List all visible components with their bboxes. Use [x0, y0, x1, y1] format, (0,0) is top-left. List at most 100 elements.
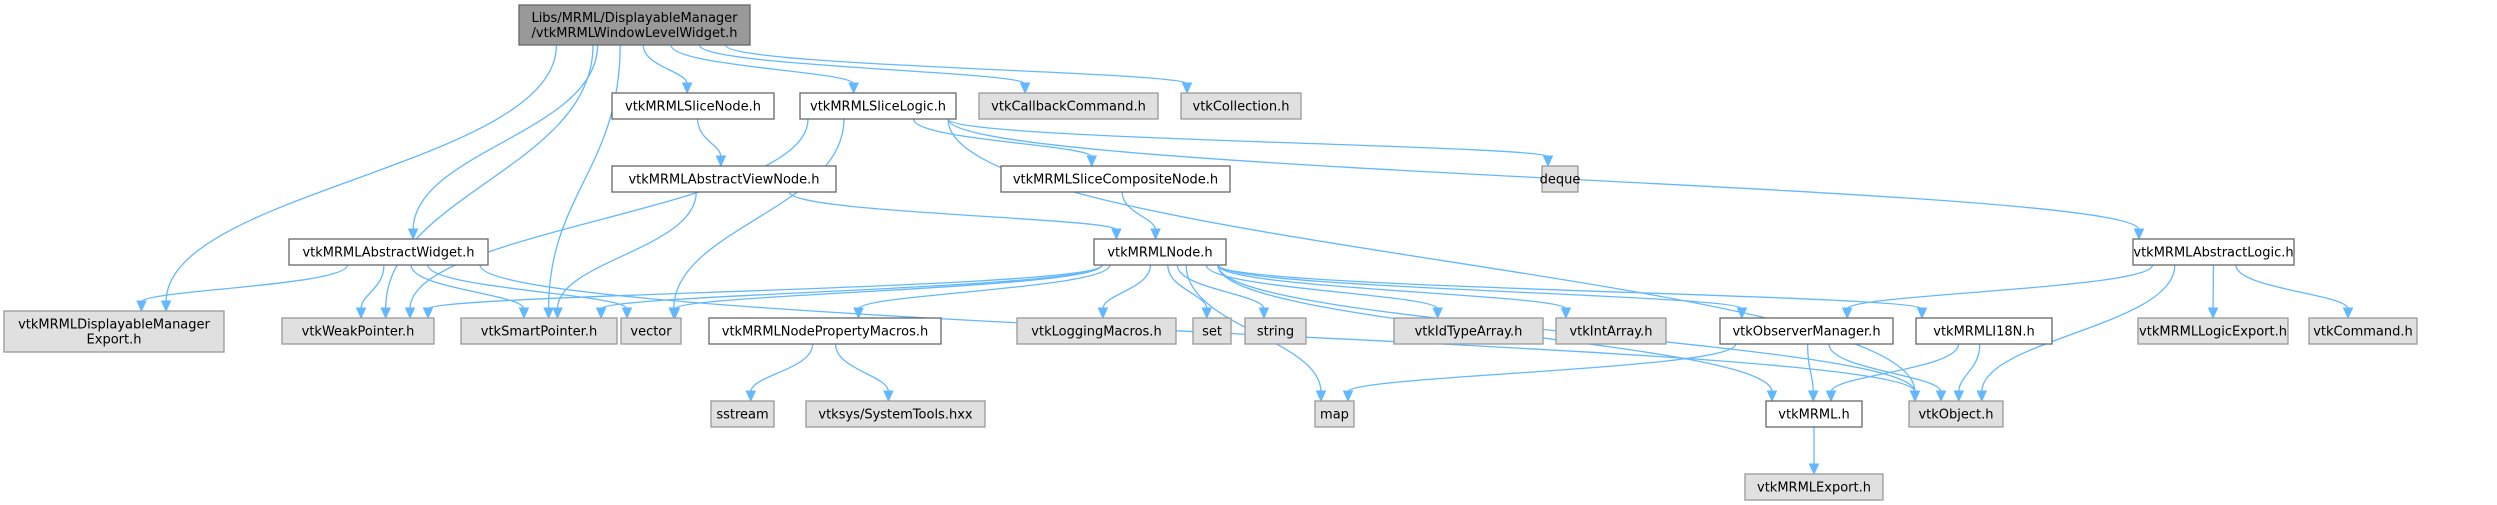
arrowhead-icon — [2342, 307, 2354, 320]
node-abstractviewnode[interactable]: vtkMRMLAbstractViewNode.h — [611, 165, 837, 193]
node-mrmlh[interactable]: vtkMRML.h — [1765, 400, 1863, 428]
node-systemtools: vtksys/SystemTools.hxx — [805, 400, 986, 428]
node-box — [1908, 400, 2004, 428]
node-box — [1314, 400, 1355, 428]
arrowhead-icon — [2133, 228, 2145, 241]
node-box — [3, 310, 225, 353]
arrowhead-icon — [1736, 307, 1748, 320]
node-box — [1192, 317, 1232, 345]
edge-main-to-abstractwidget — [412, 44, 599, 231]
node-box — [611, 92, 775, 120]
arrowhead-icon — [552, 307, 563, 320]
node-box — [1093, 238, 1227, 266]
node-vector: vector — [620, 317, 682, 345]
edge-main-to-dmexport — [165, 44, 558, 303]
node-label: vtkMRMLSliceNode.h — [625, 100, 761, 115]
arrowhead-icon — [543, 307, 554, 320]
node-set: set — [1192, 317, 1232, 345]
node-idtypearray: vtkIdTypeArray.h — [1393, 317, 1544, 345]
arrowhead-icon — [1953, 390, 1965, 403]
node-abstractlogic[interactable]: vtkMRMLAbstractLogic.h — [2132, 238, 2295, 266]
node-label: vtkMRML.h — [1778, 408, 1849, 423]
edge-mrmlnode-to-smartpointer — [600, 264, 1103, 310]
node-slicelogic[interactable]: vtkMRMLSliceLogic.h — [799, 92, 957, 120]
node-i18n[interactable]: vtkMRMLI18N.h — [1915, 317, 2053, 345]
edge-mrmlnode-to-string — [1176, 264, 1265, 310]
arrowhead-icon — [1019, 82, 1031, 95]
edge-slicelogic-to-slicecompositenode — [912, 118, 1093, 158]
edge-abstractwidget-to-smartpointer — [410, 264, 525, 310]
node-label: vtkCallbackCommand.h — [991, 100, 1146, 115]
node-mrmlexport: vtkMRMLExport.h — [1744, 473, 1884, 501]
node-smartpointer: vtkSmartPointer.h — [460, 317, 618, 345]
node-string: string — [1244, 317, 1307, 345]
node-label: vtkMRMLI18N.h — [1933, 325, 2035, 340]
arrowhead-icon — [1201, 307, 1213, 320]
edge-slicenode-to-abstractviewnode — [697, 118, 722, 158]
arrowhead-icon — [1560, 307, 1572, 320]
arrowhead-icon — [1258, 307, 1270, 320]
node-label: vtkMRMLAbstractLogic.h — [2133, 246, 2293, 261]
edge-mrmlnode-to-loggingmacros — [1102, 264, 1152, 310]
node-label: deque — [1540, 173, 1581, 188]
arrowhead-icon — [404, 307, 416, 320]
node-label: vtkObject.h — [1918, 408, 1993, 423]
node-sstream: sstream — [710, 400, 775, 428]
node-intarray: vtkIntArray.h — [1555, 317, 1667, 345]
edge-abstractwidget-to-weakpointer — [360, 264, 385, 310]
node-label: vtkMRMLAbstractViewNode.h — [628, 173, 819, 188]
node-box — [1555, 317, 1667, 345]
node-observermanager[interactable]: vtkObserverManager.h — [1719, 317, 1894, 345]
node-label: vtkMRMLLogicExport.h — [2139, 325, 2287, 340]
node-box — [799, 92, 957, 120]
arrowhead-icon — [853, 307, 864, 320]
node-box — [518, 4, 751, 46]
edge-main-to-slicelogic — [670, 44, 855, 85]
edge-abstractviewnode-to-mrmlnode — [788, 191, 1118, 231]
arrowhead-icon — [1542, 155, 1554, 168]
node-label: map — [1320, 408, 1349, 423]
arrowhead-icon — [160, 300, 172, 313]
arrowhead-icon — [669, 307, 681, 320]
node-command: vtkCommand.h — [2308, 317, 2418, 345]
node-box — [1000, 165, 1231, 193]
node-collection: vtkCollection.h — [1180, 92, 1302, 120]
edge-mrmlnode-to-weakpointer — [427, 264, 1103, 310]
node-box — [710, 400, 775, 428]
node-label: vtkMRMLSliceCompositeNode.h — [1013, 173, 1218, 188]
arrowhead-icon — [1766, 390, 1778, 403]
node-slicenode[interactable]: vtkMRMLSliceNode.h — [611, 92, 775, 120]
arrowhead-icon — [1935, 390, 1947, 403]
node-propertymacros[interactable]: vtkMRMLNodePropertyMacros.h — [708, 317, 942, 345]
edge-slicelogic-to-deque — [947, 118, 1549, 158]
edge-observermanager-to-object — [1828, 343, 1942, 393]
node-label: vtkMRMLExport.h — [1757, 481, 1871, 496]
edge-main-to-slicenode — [642, 44, 688, 85]
node-box — [708, 317, 942, 345]
node-logicexport: vtkMRMLLogicExport.h — [2137, 317, 2289, 345]
node-slicecompositenode[interactable]: vtkMRMLSliceCompositeNode.h — [1000, 165, 1231, 193]
node-map: map — [1314, 400, 1355, 428]
arrowhead-icon — [621, 307, 633, 320]
edge-observermanager-to-map — [1347, 343, 1737, 393]
node-label: vtkObserverManager.h — [1732, 325, 1880, 340]
node-label: vector — [630, 325, 672, 340]
node-abstractwidget[interactable]: vtkMRMLAbstractWidget.h — [288, 238, 489, 266]
node-box — [805, 400, 986, 428]
node-mrmlnode[interactable]: vtkMRMLNode.h — [1093, 238, 1227, 266]
edge-mrmlnode-to-intarray — [1217, 264, 1567, 310]
arrowhead-icon — [1150, 228, 1161, 241]
arrowhead-icon — [1342, 390, 1354, 403]
arrowhead-icon — [1807, 390, 1819, 403]
node-main[interactable]: Libs/MRML/DisplayableManager/vtkMRMLWind… — [518, 4, 751, 46]
node-label: /vtkMRMLWindowLevelWidget.h — [532, 26, 738, 41]
node-label: vtkSmartPointer.h — [481, 325, 597, 340]
node-label: Libs/MRML/DisplayableManager — [531, 11, 738, 26]
edge-mrmlnode-to-set — [1167, 264, 1208, 310]
arrowhead-icon — [136, 300, 147, 313]
node-label: vtkIdTypeArray.h — [1415, 325, 1523, 340]
node-label: vtkMRMLDisplayableManager — [18, 318, 210, 333]
nodes-layer: Libs/MRML/DisplayableManager/vtkMRMLWind… — [3, 4, 2418, 501]
